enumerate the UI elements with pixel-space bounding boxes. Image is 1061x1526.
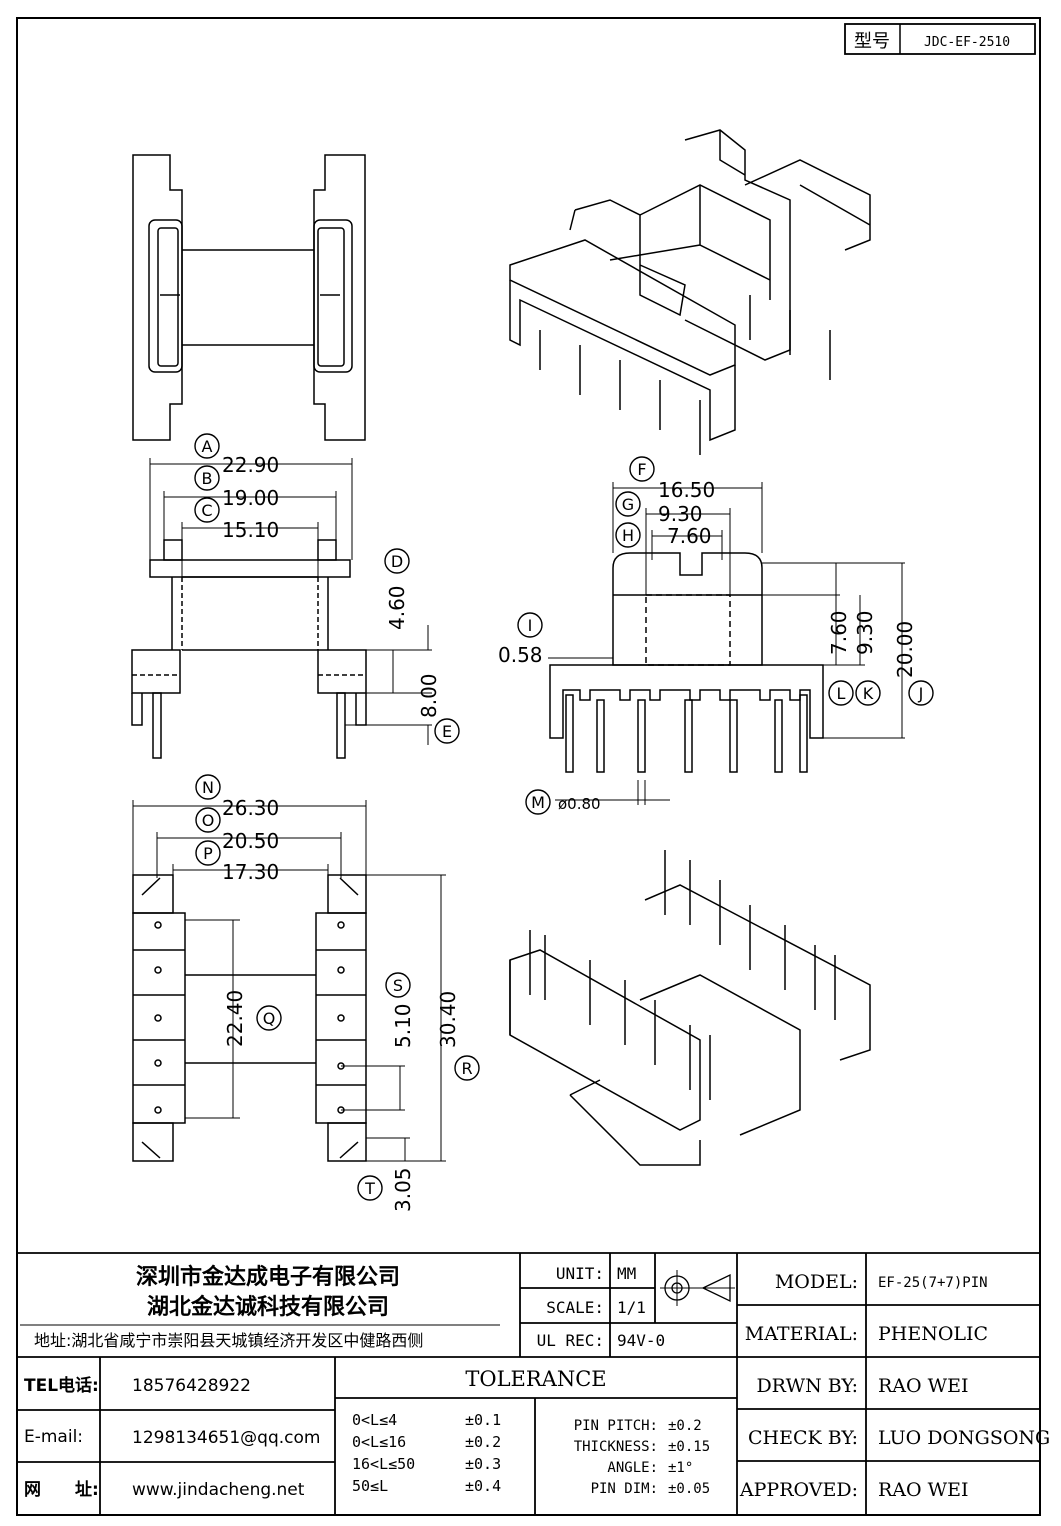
tolerance-title: TOLERANCE [465,1367,606,1391]
marker-q: Q [263,1009,276,1028]
tol-range-1: 0<L≤4 [352,1411,397,1429]
material-value: PHENOLIC [878,1323,988,1345]
dim-n: 26.30 [222,796,279,820]
view-bottom [132,800,446,1162]
unit-value: MM [617,1264,636,1283]
web-value: www.jindacheng.net [132,1480,305,1500]
web-label: 网 址: [24,1480,99,1500]
marker-a: A [202,437,213,456]
marker-d: D [391,552,403,571]
dim-s: 5.10 [391,1003,415,1048]
marker-g: G [622,495,634,514]
dim-f: 16.50 [658,478,715,502]
model-box-label: 型号 [854,31,890,52]
marker-k: K [863,684,874,703]
model-value: EF-25(7+7)PIN [878,1275,988,1291]
tol-value-4: ±0.4 [465,1477,501,1495]
isometric-bottom [509,850,871,1166]
title-block [17,1252,1040,1515]
dim-p: 17.30 [222,860,279,884]
dim-r: 30.40 [436,991,460,1048]
dim-j: 20.00 [893,621,917,678]
marker-f: F [637,460,646,479]
dim-k: 9.30 [853,610,877,655]
dim-g: 9.30 [658,502,703,526]
marker-o: O [202,811,215,830]
check-label: CHECK BY: [748,1427,858,1449]
company-address: 地址:湖北省咸宁市崇阳县天城镇经济开发区中健路西侧 [34,1331,423,1350]
pin-dim-value: ±0.05 [668,1481,710,1497]
marker-m: M [531,793,545,812]
ulrec-label: UL REC: [537,1331,604,1350]
dim-h: 7.60 [667,524,712,548]
marker-i: I [528,616,533,635]
approved-value: RAO WEI [878,1479,969,1501]
tol-value-3: ±0.3 [465,1455,501,1473]
ulrec-value: 94V-0 [617,1331,665,1350]
angle-label: ANGLE: [607,1460,658,1476]
model-box: 型号 JDC-EF-2510 [844,23,1036,55]
sheet-border [16,17,1041,1516]
dim-i: 0.58 [498,643,543,667]
dim-m: ø0.80 [558,795,601,813]
scale-value: 1/1 [617,1298,646,1317]
marker-b: B [202,469,213,488]
marker-h: H [622,526,634,545]
dim-a: 22.90 [222,453,279,477]
pin-pitch-value: ±0.2 [668,1418,702,1434]
check-value: LUO DONGSONG [878,1427,1050,1449]
pin-dim-label: PIN DIM: [591,1481,658,1497]
dim-b: 19.00 [222,486,279,510]
view-front [131,458,432,759]
pin-pitch-label: PIN PITCH: [574,1418,658,1434]
view-side [548,482,905,805]
model-box-value: JDC-EF-2510 [924,35,1010,50]
thickness-value: ±0.15 [668,1439,710,1455]
company-name-2: 湖北金达诚科技有限公司 [147,1294,389,1320]
marker-s: S [393,976,403,995]
material-label: MATERIAL: [745,1323,858,1345]
marker-p: P [203,844,213,863]
marker-l: L [837,684,846,703]
tel-label: TEL电话: [24,1375,99,1396]
thickness-label: THICKNESS: [574,1439,658,1455]
tol-range-4: 50≤L [352,1477,388,1495]
marker-n: N [202,778,214,797]
marker-j: J [918,684,924,703]
tol-range-2: 0<L≤16 [352,1433,406,1451]
email-label: E-mail: [24,1427,83,1447]
angle-value: ±1° [668,1460,693,1476]
dim-d: 4.60 [385,585,409,630]
dim-q: 22.40 [223,990,247,1047]
approved-label: APPROVED: [739,1479,858,1501]
marker-r: R [461,1059,472,1078]
email-value: 1298134651@qq.com [132,1428,320,1448]
dim-e: 8.00 [417,673,441,718]
tol-value-2: ±0.2 [465,1433,501,1451]
unit-label: UNIT: [556,1264,604,1283]
dimension-markers [194,433,934,1201]
company-name-1: 深圳市金达成电子有限公司 [136,1264,400,1290]
drawn-value: RAO WEI [878,1375,969,1397]
tol-value-1: ±0.1 [465,1411,501,1429]
dim-o: 20.50 [222,829,279,853]
dim-c: 15.10 [222,518,279,542]
dim-l: 7.60 [827,610,851,655]
tel-value: 18576428922 [132,1376,251,1396]
marker-e: E [442,722,452,741]
dim-t: 3.05 [391,1167,415,1212]
model-label: MODEL: [775,1271,858,1293]
view-top-left [132,154,366,441]
isometric-top [509,129,871,455]
tol-range-3: 16<L≤50 [352,1455,415,1473]
drawn-label: DRWN BY: [756,1375,858,1397]
marker-c: C [201,501,212,520]
marker-t: T [364,1179,375,1198]
scale-label: SCALE: [546,1298,604,1317]
